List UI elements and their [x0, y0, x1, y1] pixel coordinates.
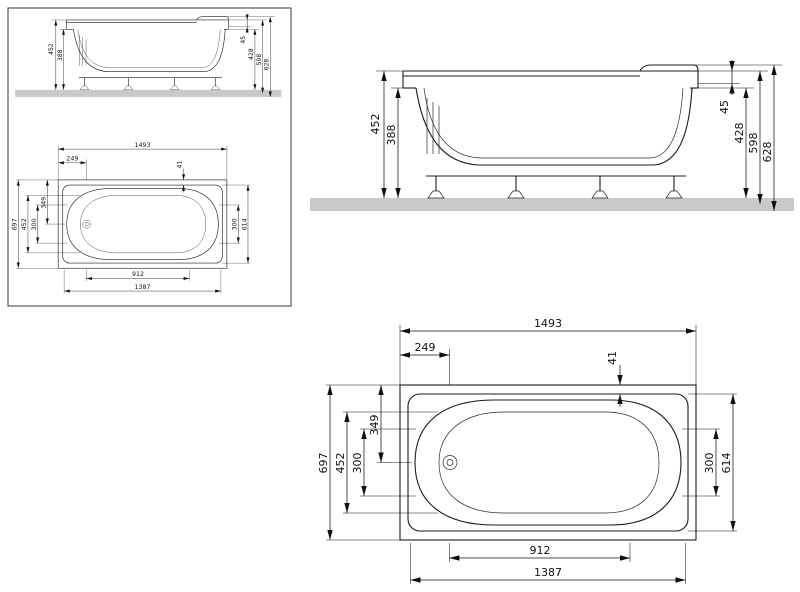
- inset-panel-border: [7, 7, 292, 307]
- inset-side-view: [15, 14, 281, 97]
- main-top-view: [317, 317, 737, 584]
- main-side-view: [310, 60, 794, 211]
- inset-top-view: [12, 142, 251, 293]
